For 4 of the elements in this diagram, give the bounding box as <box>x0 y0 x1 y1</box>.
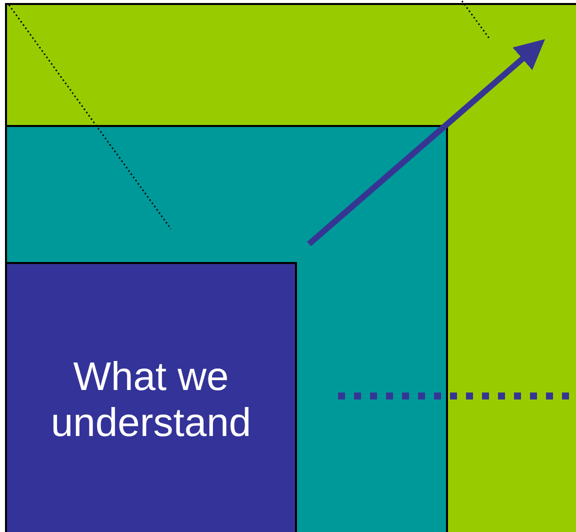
middle-square <box>7 125 448 532</box>
inner-square <box>7 262 297 532</box>
region-label: What we understand <box>50 354 252 446</box>
outer-square <box>5 3 576 532</box>
